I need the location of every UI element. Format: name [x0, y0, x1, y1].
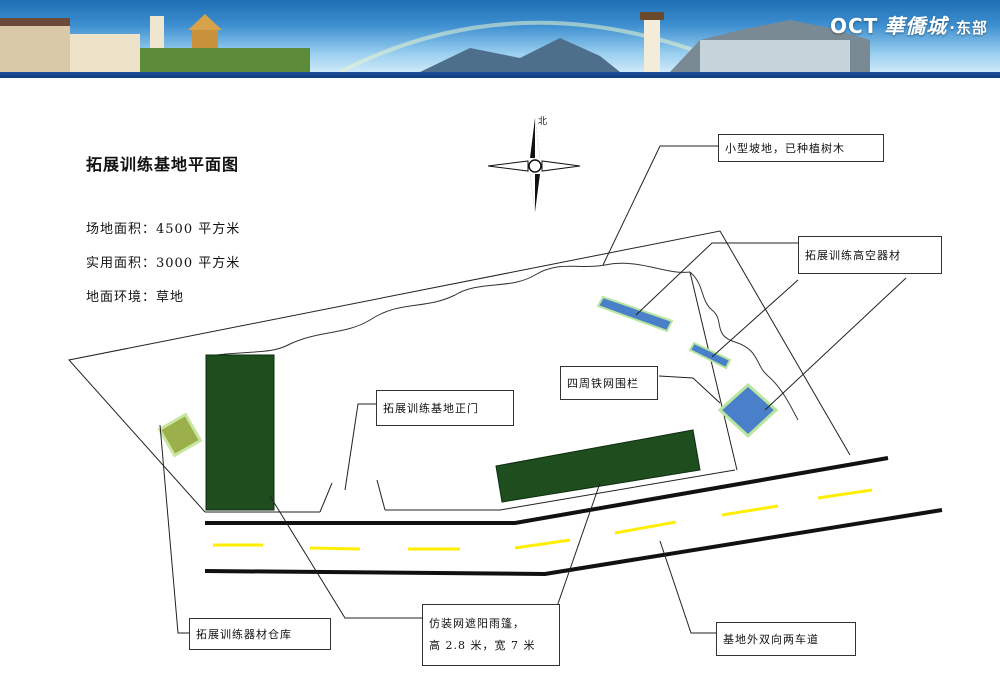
equipment-bar-1 [596, 295, 674, 333]
mountains-center [420, 38, 620, 72]
compass-center [528, 159, 542, 173]
equipment-square [717, 382, 779, 439]
brand-suffix: ·东部 [949, 19, 988, 37]
site-area-text: 场地面积：4500 平方米 [86, 222, 241, 237]
ground-type-text: 地面环境：草地 [86, 290, 185, 305]
rainbow-arc [339, 20, 721, 72]
brand-name: 華僑城 [884, 14, 948, 38]
building-mid [70, 34, 140, 72]
lighthouse-top [640, 12, 664, 20]
lighthouse [644, 18, 660, 72]
compass-north-highlight [535, 118, 540, 162]
pagoda-roof [188, 14, 222, 30]
compass-icon [487, 118, 581, 212]
road-dash [721, 504, 779, 517]
label-high-equipment: 拓展训练高空器材 [798, 236, 942, 274]
leader-fence [658, 375, 721, 404]
brand-oct: OCT [829, 14, 879, 38]
canopy-horizontal [495, 429, 701, 503]
site-boundary [68, 230, 851, 513]
leader-high-equipment-3 [764, 277, 907, 411]
waterfall [700, 40, 850, 72]
label-canopy: 仿装网遮阳雨篷， 高 2.8 米，宽 7 米 [422, 604, 560, 666]
label-slope: 小型坡地，已种植树木 [718, 134, 884, 162]
boundary-bottom-right [499, 469, 736, 511]
greenery [140, 48, 310, 72]
leader-warehouse [159, 424, 189, 634]
gate-left-post [319, 482, 333, 513]
road-dash [817, 488, 873, 500]
leader-high-equipment-1 [635, 242, 798, 316]
label-fence: 四周铁网围栏 [560, 366, 658, 400]
leader-lines [159, 145, 907, 634]
equipment-bar-2 [688, 341, 732, 370]
label-warehouse: 拓展训练器材仓库 [189, 618, 331, 650]
gate-right-post [376, 479, 386, 511]
label-canopy-line1: 仿装网遮阳雨篷， [429, 617, 525, 630]
road-dash [309, 546, 361, 551]
road-dash [614, 520, 677, 535]
building-roof [0, 18, 70, 26]
leader-canopy-horizontal [545, 482, 601, 619]
label-main-gate: 拓展训练基地正门 [376, 390, 514, 426]
leader-canopy-vertical [269, 495, 422, 619]
leader-road [659, 540, 716, 634]
road-edge-top [205, 456, 889, 525]
slope-contour-top [207, 262, 691, 357]
compass-west [487, 160, 529, 172]
canopy-vertical [205, 354, 275, 511]
slope-contour-right [689, 271, 799, 421]
leader-slope [602, 145, 718, 266]
usable-area-text: 实用面积：3000 平方米 [86, 256, 241, 271]
warehouse-block [157, 412, 203, 458]
building-left [0, 22, 70, 72]
banner-scenery [0, 12, 870, 72]
compass-east [541, 160, 581, 172]
road-edge-bottom [204, 508, 943, 577]
header-divider [0, 72, 1000, 78]
compass-south-highlight [530, 170, 535, 212]
leader-gate [344, 403, 376, 491]
interior-fence-line [689, 271, 738, 471]
label-road: 基地外双向两车道 [716, 622, 856, 656]
page-title: 拓展训练基地平面图 [86, 155, 240, 174]
label-canopy-line2: 高 2.8 米，宽 7 米 [429, 639, 536, 652]
road-center-dashes [213, 488, 873, 551]
compass-north-label: 北 [538, 117, 548, 127]
road-dash [514, 538, 571, 550]
leader-high-equipment-2 [711, 279, 799, 358]
